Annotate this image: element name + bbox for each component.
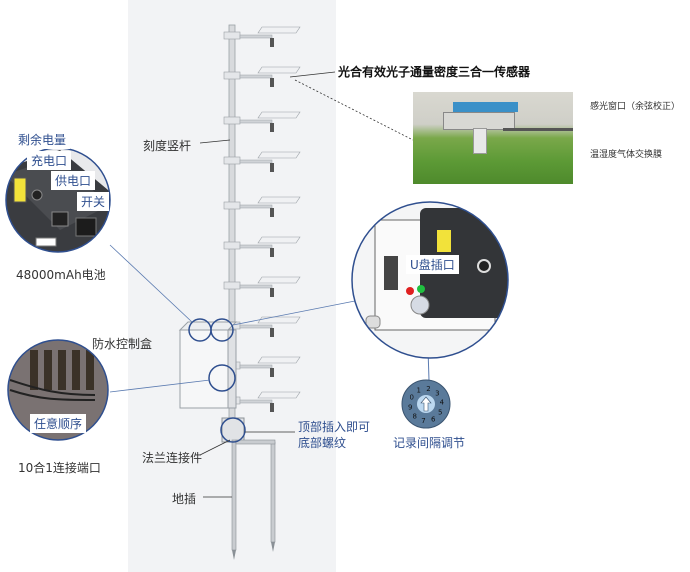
ground-stake-center (231, 439, 237, 551)
dial-digit: 9 (408, 404, 412, 412)
record-interval-label: 记录间隔调节 (393, 436, 466, 450)
dial-digit: 4 (440, 398, 445, 406)
ground-stake-label: 地插 (172, 492, 197, 506)
power-port-label: 供电口 (51, 171, 96, 190)
membrane-label: 温湿度气体交换膜 (590, 150, 663, 160)
usb-slot-label: U盘插口 (406, 255, 459, 274)
sensor-label: 光合有效光子通量密度三合一传感器 (338, 65, 531, 79)
ground-stake-side (270, 441, 276, 543)
light-window-label: 感光窗口（余弦校正） (590, 102, 681, 112)
dial-digit: 1 (417, 387, 421, 395)
dial-digit: 5 (438, 408, 442, 416)
dial-digit: 2 (426, 385, 430, 393)
sensor-arm (223, 276, 301, 297)
dial-digit: 6 (431, 415, 436, 423)
usb-inset (351, 201, 509, 359)
dial-digit: 7 (421, 417, 425, 425)
switch-label: 开关 (77, 192, 110, 211)
bottom-thread-label: 底部螺纹 (298, 436, 347, 450)
sensor-arm (223, 26, 301, 47)
remaining-power-label: 剩余电量 (14, 130, 71, 149)
flange-label: 法兰连接件 (142, 451, 203, 465)
sensor-arm (223, 196, 301, 217)
any-order-label: 任意顺序 (30, 414, 87, 433)
top-insert-label: 顶部插入即可 (298, 420, 371, 434)
battery-label: 48000mAh电池 (16, 268, 106, 282)
sensor-arm (223, 236, 301, 257)
sensor-arms (223, 26, 301, 412)
ports-inset (7, 339, 109, 441)
ports-label: 10合1连接端口 (18, 461, 101, 475)
control-box-label: 防水控制盒 (92, 337, 153, 351)
dial-digit: 0 (410, 394, 414, 402)
sensor-arm (223, 111, 301, 132)
sensor-photo (413, 92, 573, 184)
charge-port-label: 充电口 (27, 151, 72, 170)
dial-digit: 3 (435, 390, 439, 398)
sensor-arm (223, 66, 301, 87)
sensor-arm (223, 151, 301, 172)
waterproof-control-box (179, 329, 229, 409)
scale-pole-label: 刻度竖杆 (143, 139, 192, 153)
dial-digit: 8 (412, 412, 416, 420)
